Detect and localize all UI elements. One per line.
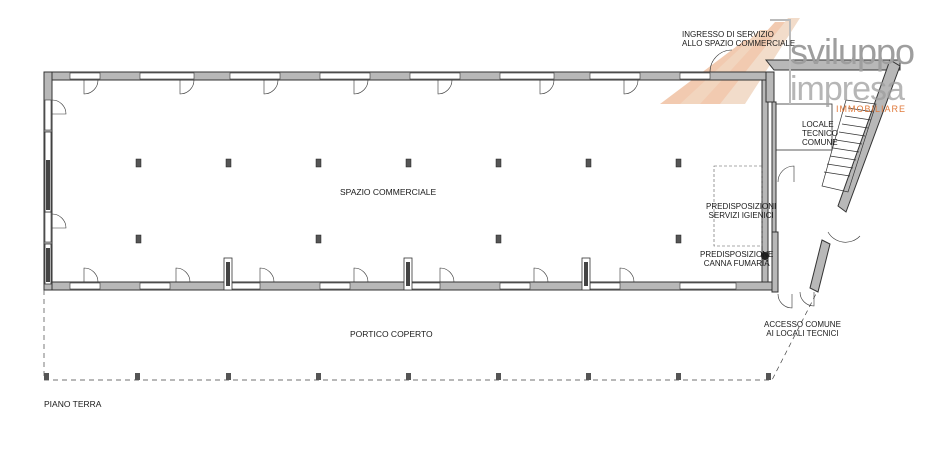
window-openings (44, 72, 737, 290)
label-flue: PREDISPOSIZIONE CANNA FUMARIA (700, 250, 773, 268)
service-entrance-line-2: ALLO SPAZIO COMMERCIALE (682, 39, 796, 48)
technical-room (775, 103, 833, 151)
outer-walls (43, 71, 773, 291)
flue-line-2: CANNA FUMARIA (703, 259, 770, 268)
label-common-access: ACCESSO COMUNE AI LOCALI TECNICI (764, 320, 841, 338)
technical-room-line-2: TECNICO (802, 129, 838, 138)
toilets-line-1: PREDISPOSIZIONI (706, 202, 777, 211)
toilets-predisposition-box (713, 165, 763, 247)
label-technical-room: LOCALE TECNICO COMUNE (802, 120, 838, 147)
technical-room-line-1: LOCALE (802, 120, 834, 129)
logo-tagline: IMMOBILIARE (836, 104, 907, 114)
flue-line-1: PREDISPOSIZIONE (700, 250, 774, 259)
logo-stripes (660, 18, 800, 104)
service-entrance-line-1: INGRESSO DI SERVIZIO (682, 30, 774, 39)
logo-line-1: sviluppo (790, 31, 915, 72)
label-toilets: PREDISPOSIZIONI SERVIZI IGIENICI (706, 202, 776, 220)
common-access-line-1: ACCESSO COMUNE (764, 320, 841, 329)
door-swings (51, 79, 639, 283)
common-access-line-2: AI LOCALI TECNICI (766, 329, 839, 338)
label-main-space: SPAZIO COMMERCIALE (340, 187, 437, 197)
staircase (821, 99, 877, 193)
logo-frame (770, 19, 791, 104)
pilasters (44, 131, 591, 291)
interior-columns (135, 158, 682, 244)
logo-line-2: impresa (790, 70, 905, 108)
service-doors (709, 49, 861, 309)
label-portico: PORTICO COPERTO (350, 329, 433, 339)
label-service-entrance: INGRESSO DI SERVIZIO ALLO SPAZIO COMMERC… (682, 30, 795, 48)
technical-room-line-3: COMUNE (802, 138, 838, 147)
flue-marker (761, 252, 769, 260)
toilets-line-2: SERVIZI IGIENICI (708, 211, 774, 220)
portico-columns (44, 373, 771, 380)
label-floor: PIANO TERRA (44, 399, 102, 409)
